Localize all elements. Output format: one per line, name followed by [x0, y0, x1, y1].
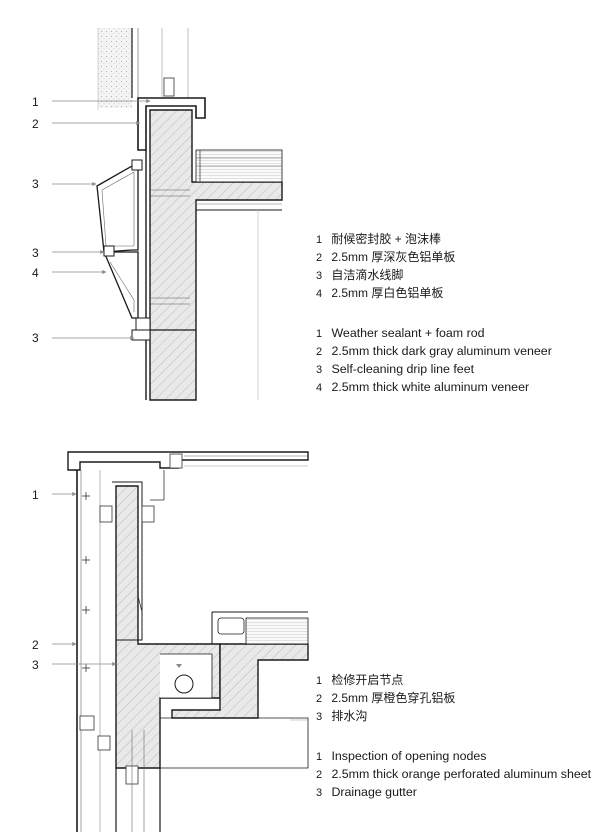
bottom-callout-2: 2 [32, 638, 39, 652]
top-callout-3c: 3 [32, 331, 39, 345]
bottom-concrete-upstand [115, 485, 221, 769]
bottom-top-cap [67, 451, 309, 471]
top-insulation-upper [98, 28, 132, 108]
top-legend-zh-1: 1 耐候密封胶 + 泡沫棒 [316, 232, 442, 246]
bottom-legend-en-1: 1 Inspection of opening nodes [316, 749, 487, 763]
bottom-legend-en-3: 3 Drainage gutter [316, 785, 417, 799]
top-legend-en-2: 2 2.5mm thick dark gray aluminum veneer [316, 344, 552, 358]
bottom-legend-zh-2: 2 2.5mm 厚橙色穿孔铝板 [316, 691, 456, 705]
top-callout-2: 2 [32, 117, 39, 131]
top-concrete-wall [149, 109, 283, 401]
top-legend: 1 耐候密封胶 + 泡沫棒 2 2.5mm 厚深灰色铝单板 3 自洁滴水线脚 4… [316, 231, 552, 397]
top-legend-en-1: 1 Weather sealant + foam rod [316, 326, 485, 340]
bottom-legend: 1 检修开启节点 2 2.5mm 厚橙色穿孔铝板 3 排水沟 1 Inspect… [316, 672, 591, 802]
top-detail [52, 28, 283, 401]
top-callout-4: 4 [32, 266, 39, 280]
bottom-callout-1: 1 [32, 488, 39, 502]
bottom-callout-3: 3 [32, 658, 39, 672]
top-legend-zh-4: 4 2.5mm 厚白色铝单板 [316, 286, 444, 300]
top-legend-zh-3: 3 自洁滴水线脚 [316, 268, 404, 282]
bottom-drain-pipe [174, 674, 194, 694]
top-veneer-lower [103, 251, 139, 319]
top-callout-3a: 3 [32, 177, 39, 191]
bottom-legend-zh-3: 3 排水沟 [316, 709, 368, 723]
top-callout-3b: 3 [32, 246, 39, 260]
top-parapet-cap [137, 97, 206, 151]
bottom-detail [52, 451, 309, 832]
top-legend-zh-2: 2 2.5mm 厚深灰色铝单板 [316, 250, 456, 264]
top-callout-1: 1 [32, 95, 39, 109]
bottom-legend-en-2: 2 2.5mm thick orange perforated aluminum… [316, 767, 592, 781]
top-legend-en-3: 3 Self-cleaning drip line feet [316, 362, 475, 376]
top-legend-en-4: 4 2.5mm thick white aluminum veneer [316, 380, 530, 394]
bottom-legend-zh-1: 1 检修开启节点 [316, 673, 404, 687]
